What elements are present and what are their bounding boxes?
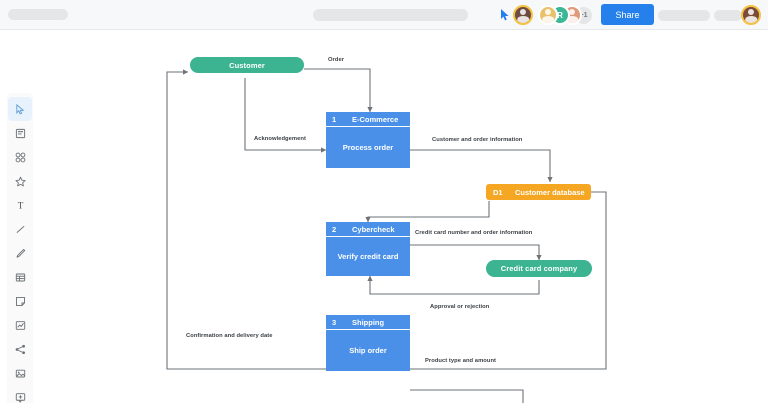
process-title: Cybercheck bbox=[352, 224, 395, 234]
node-customer-database[interactable]: D1 Customer database bbox=[486, 184, 591, 200]
image-icon[interactable] bbox=[8, 361, 32, 385]
connector-icon[interactable] bbox=[8, 337, 32, 361]
process-body: Verify credit card bbox=[337, 252, 399, 261]
table-icon[interactable] bbox=[8, 265, 32, 289]
avatar[interactable] bbox=[538, 5, 558, 25]
process-title: Shipping bbox=[352, 317, 385, 327]
titlebar-placeholder-right-1 bbox=[658, 10, 710, 21]
account-avatar[interactable] bbox=[741, 5, 761, 25]
shapes-icon[interactable] bbox=[8, 145, 32, 169]
add-comment-icon[interactable] bbox=[8, 385, 32, 403]
avatar[interactable] bbox=[513, 5, 533, 25]
star-icon[interactable] bbox=[8, 169, 32, 193]
diagram-canvas[interactable]: Customer 1 E-Commerce Process order D1 C… bbox=[38, 32, 768, 403]
node-label: Customer bbox=[229, 60, 265, 70]
pen-icon[interactable] bbox=[8, 241, 32, 265]
process-number: 3 bbox=[332, 317, 337, 327]
edge-label-product-type-amount: Product type and amount bbox=[425, 358, 497, 364]
edge-label-customer-order-info: Customer and order information bbox=[432, 137, 523, 143]
node-label: Credit card company bbox=[500, 264, 578, 273]
left-tool-rail: T bbox=[7, 93, 33, 403]
select-icon[interactable] bbox=[8, 97, 32, 121]
titlebar-placeholder-left bbox=[8, 9, 68, 20]
node-shipping[interactable]: 3 Shipping Ship order bbox=[326, 315, 410, 371]
svg-text:T: T bbox=[17, 200, 23, 210]
node-cybercheck[interactable]: 2 Cybercheck Verify credit card bbox=[326, 222, 410, 276]
edge-label-cc-number-order-info: Credit card number and order information bbox=[415, 230, 533, 236]
note-icon[interactable] bbox=[8, 289, 32, 313]
avatar-initial: R bbox=[557, 10, 563, 20]
chart-icon[interactable] bbox=[8, 313, 32, 337]
titlebar-placeholder-center bbox=[313, 9, 468, 21]
node-customer[interactable]: Customer bbox=[190, 57, 304, 73]
edge-label-acknowledgement: Acknowledgement bbox=[254, 136, 306, 142]
process-title: E-Commerce bbox=[352, 114, 399, 124]
sticky-note-icon[interactable] bbox=[8, 121, 32, 145]
top-bar: R +1 Share bbox=[0, 0, 768, 30]
edge-label-order: Order bbox=[328, 57, 345, 63]
process-number: 1 bbox=[332, 114, 337, 124]
line-icon[interactable] bbox=[8, 217, 32, 241]
node-credit-card-company[interactable]: Credit card company bbox=[486, 260, 592, 277]
share-button[interactable]: Share bbox=[601, 4, 654, 25]
edge-label-confirmation-delivery: Confirmation and delivery date bbox=[186, 333, 273, 339]
datastore-label: Customer database bbox=[515, 187, 585, 197]
datastore-number: D1 bbox=[493, 187, 503, 197]
text-icon[interactable]: T bbox=[8, 193, 32, 217]
process-number: 2 bbox=[332, 224, 337, 234]
node-ecommerce[interactable]: 1 E-Commerce Process order bbox=[326, 112, 410, 168]
process-header: 2 Cybercheck bbox=[326, 222, 410, 237]
process-header: 1 E-Commerce bbox=[326, 112, 410, 127]
cursor-pointer-icon[interactable] bbox=[500, 9, 510, 21]
process-body: Ship order bbox=[349, 346, 387, 355]
process-header: 3 Shipping bbox=[326, 315, 410, 330]
edge-label-approval-rejection: Approval or rejection bbox=[430, 304, 490, 310]
titlebar-placeholder-right-2 bbox=[714, 10, 742, 21]
diagram-connectors bbox=[166, 68, 607, 403]
process-body: Process order bbox=[342, 143, 394, 152]
